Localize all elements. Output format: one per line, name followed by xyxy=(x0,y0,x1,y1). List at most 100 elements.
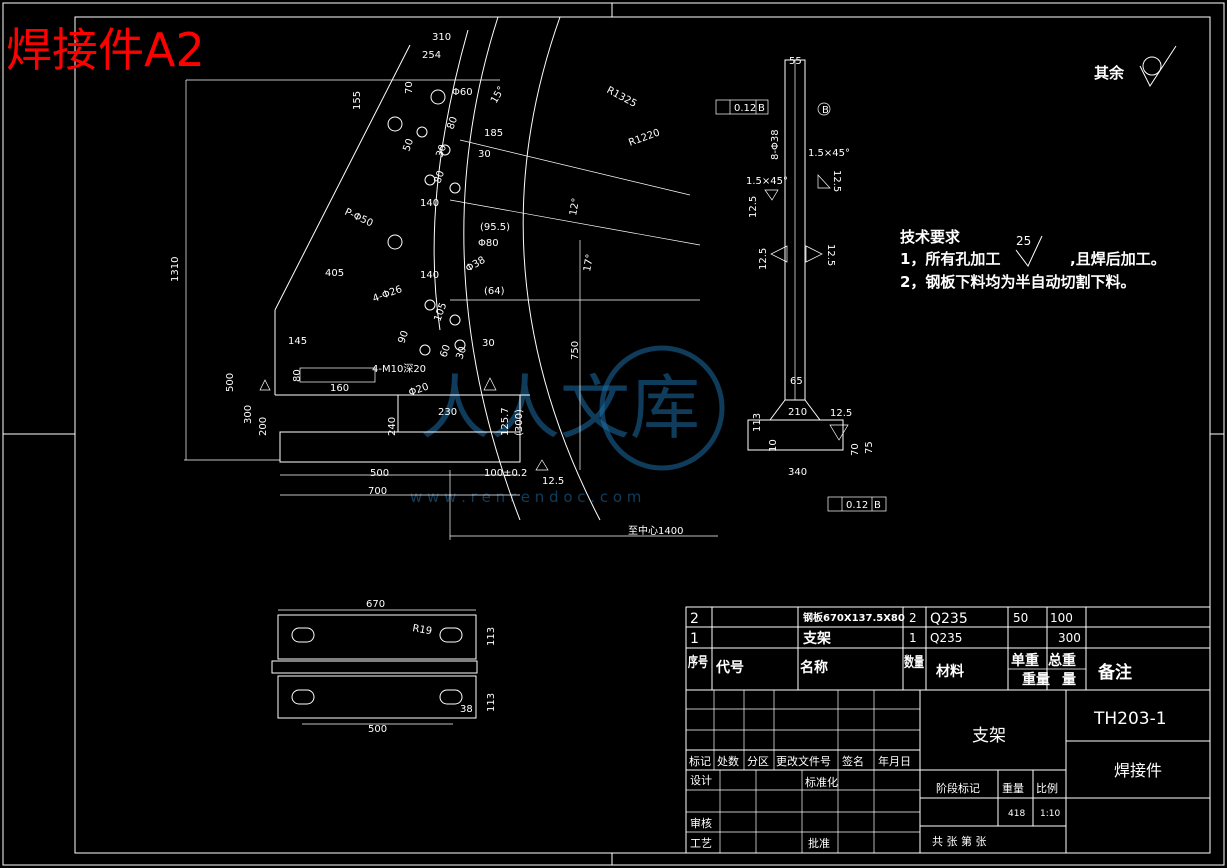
dim-label: R1325 xyxy=(605,85,639,110)
watermark-text: 人人文库 xyxy=(420,367,700,449)
dim-label: 185 xyxy=(484,128,503,139)
dim-label: 12.5 xyxy=(830,408,852,419)
dim-label: P-Φ50 xyxy=(343,207,375,230)
bom-header-name: 名称 xyxy=(800,659,828,676)
tech-heading: 技术要求 xyxy=(900,228,961,246)
dim-label: Φ80 xyxy=(478,238,499,249)
dim-label: R19 xyxy=(411,623,432,637)
tech-line1-roughness: 25 xyxy=(1016,234,1031,248)
datum-a-icon xyxy=(483,377,497,391)
dim-label: 0.12 xyxy=(734,103,756,114)
bom-name: 支架 xyxy=(802,630,831,647)
dim-label: 1.5×45° xyxy=(808,148,850,159)
dim-label: 405 xyxy=(325,268,344,279)
drawing-number: TH203-1 xyxy=(1093,709,1167,729)
dim-label: 75 xyxy=(864,441,875,454)
dim-label: 12.5 xyxy=(542,476,564,487)
bom-header-note: 备注 xyxy=(1097,662,1132,683)
tech-line1: 1，所有孔加工 xyxy=(900,250,1000,268)
dim-label: 12.5 xyxy=(748,196,759,218)
roughness-other: 其余 xyxy=(1094,45,1177,88)
bom-header-code: 代号 xyxy=(715,659,744,676)
dim-label: 30 xyxy=(434,143,449,159)
dim-label: 160 xyxy=(330,383,349,394)
bom-header-qty: 数量 xyxy=(904,654,924,671)
dim-label: 8-Φ38 xyxy=(770,129,781,160)
dim-label: (64) xyxy=(484,286,505,297)
dim-label: 310 xyxy=(432,32,451,43)
bom-material: Q235 xyxy=(930,611,968,627)
dim-label: 500 xyxy=(225,373,236,392)
inner-frame xyxy=(74,16,1211,854)
dim-label: Φ60 xyxy=(452,87,473,98)
watermark: 人人文库 w w w . r e n r e n d o c . c o m xyxy=(410,345,725,506)
dim-label: 145 xyxy=(288,336,307,347)
dim-label: B xyxy=(874,500,881,511)
dim-label: 500 xyxy=(368,724,387,735)
dim-label: 300 xyxy=(243,405,254,424)
dim-label: 254 xyxy=(422,50,441,61)
dim-label: 700 xyxy=(368,486,387,497)
dim-label: 15° xyxy=(489,85,507,106)
dim-label: 125.7 xyxy=(500,407,511,436)
bom-header-total: 总重 xyxy=(1048,652,1076,669)
scale-value: 1:10 xyxy=(1040,809,1060,819)
bom-seq: 2 xyxy=(690,611,699,627)
bom-table: 2 钢板670X137.5X80 2 Q235 50 100 1 支架 1 Q2… xyxy=(685,606,1211,691)
roughness-icon xyxy=(1015,235,1043,267)
dim-label: 1310 xyxy=(170,257,181,282)
design-label: 设计 xyxy=(690,774,712,787)
roughness-icon xyxy=(1142,56,1162,76)
bom-material: Q235 xyxy=(930,631,962,645)
rev-label: 更改文件号 xyxy=(776,754,831,768)
dim-label: 80 xyxy=(292,369,303,382)
dim-label: 70 xyxy=(850,443,861,456)
dim-label: 12.5 xyxy=(825,244,836,266)
dim-label: 113 xyxy=(752,413,763,432)
dim-label: 80 xyxy=(445,115,460,131)
tech-line1-cont: ,且焊后加工。 xyxy=(1070,250,1166,268)
dim-label: 0.12 xyxy=(846,500,868,511)
dim-label: 12.5 xyxy=(831,170,842,192)
dim-label: 200 xyxy=(258,417,269,436)
dim-label: 140 xyxy=(420,270,439,281)
datum-a-icon xyxy=(259,379,271,391)
dim-label: 113 xyxy=(486,627,497,646)
plan-view: 670 R19 113 113 38 500 xyxy=(271,599,497,735)
standard-label: 标准化 xyxy=(805,775,838,789)
bom-qty: 1 xyxy=(909,631,917,645)
dim-label: 17° xyxy=(582,253,596,272)
dim-label: 230 xyxy=(438,407,457,418)
dim-label: 12.5 xyxy=(758,248,769,270)
dim-label: (95.5) xyxy=(480,222,510,233)
dim-label: 100±0.2 xyxy=(484,468,527,479)
weight-value: 418 xyxy=(1008,809,1025,819)
dim-label: 55 xyxy=(789,56,802,67)
dim-label: 140 xyxy=(420,198,439,209)
bom-header-total2: 量 xyxy=(1062,672,1076,688)
dim-label: 113 xyxy=(486,693,497,712)
approve-label: 批准 xyxy=(808,836,830,850)
dim-label: 340 xyxy=(788,467,807,478)
dim-label: B xyxy=(822,105,829,116)
dim-label: 至中心1400 xyxy=(628,524,683,537)
check-label: 审核 xyxy=(690,816,712,830)
bom-header-unit2: 重量 xyxy=(1022,671,1050,688)
dim-label: 4-M10深20 xyxy=(372,363,426,375)
dim-label: 12° xyxy=(568,197,582,216)
dim-label: R1220 xyxy=(627,127,661,148)
part-name: 支架 xyxy=(972,726,1006,746)
main-view xyxy=(184,16,718,540)
dim-label: 670 xyxy=(366,599,385,610)
dim-label: 30 xyxy=(454,345,469,361)
dim-label: 30 xyxy=(478,149,491,160)
scale-label: 比例 xyxy=(1036,781,1058,795)
dim-label: 1.5×45° xyxy=(746,176,788,187)
rev-label: 分区 xyxy=(747,755,769,768)
title-block: 标记 处数 分区 更改文件号 签名 年月日 设计 标准化 审核 工艺 批准 支架… xyxy=(685,689,1211,854)
dim-label: 90 xyxy=(396,329,411,345)
bom-qty: 2 xyxy=(909,611,917,625)
dim-label: 240 xyxy=(387,417,398,436)
tech-line2: 2，钢板下料均为半自动切割下料。 xyxy=(900,273,1135,291)
